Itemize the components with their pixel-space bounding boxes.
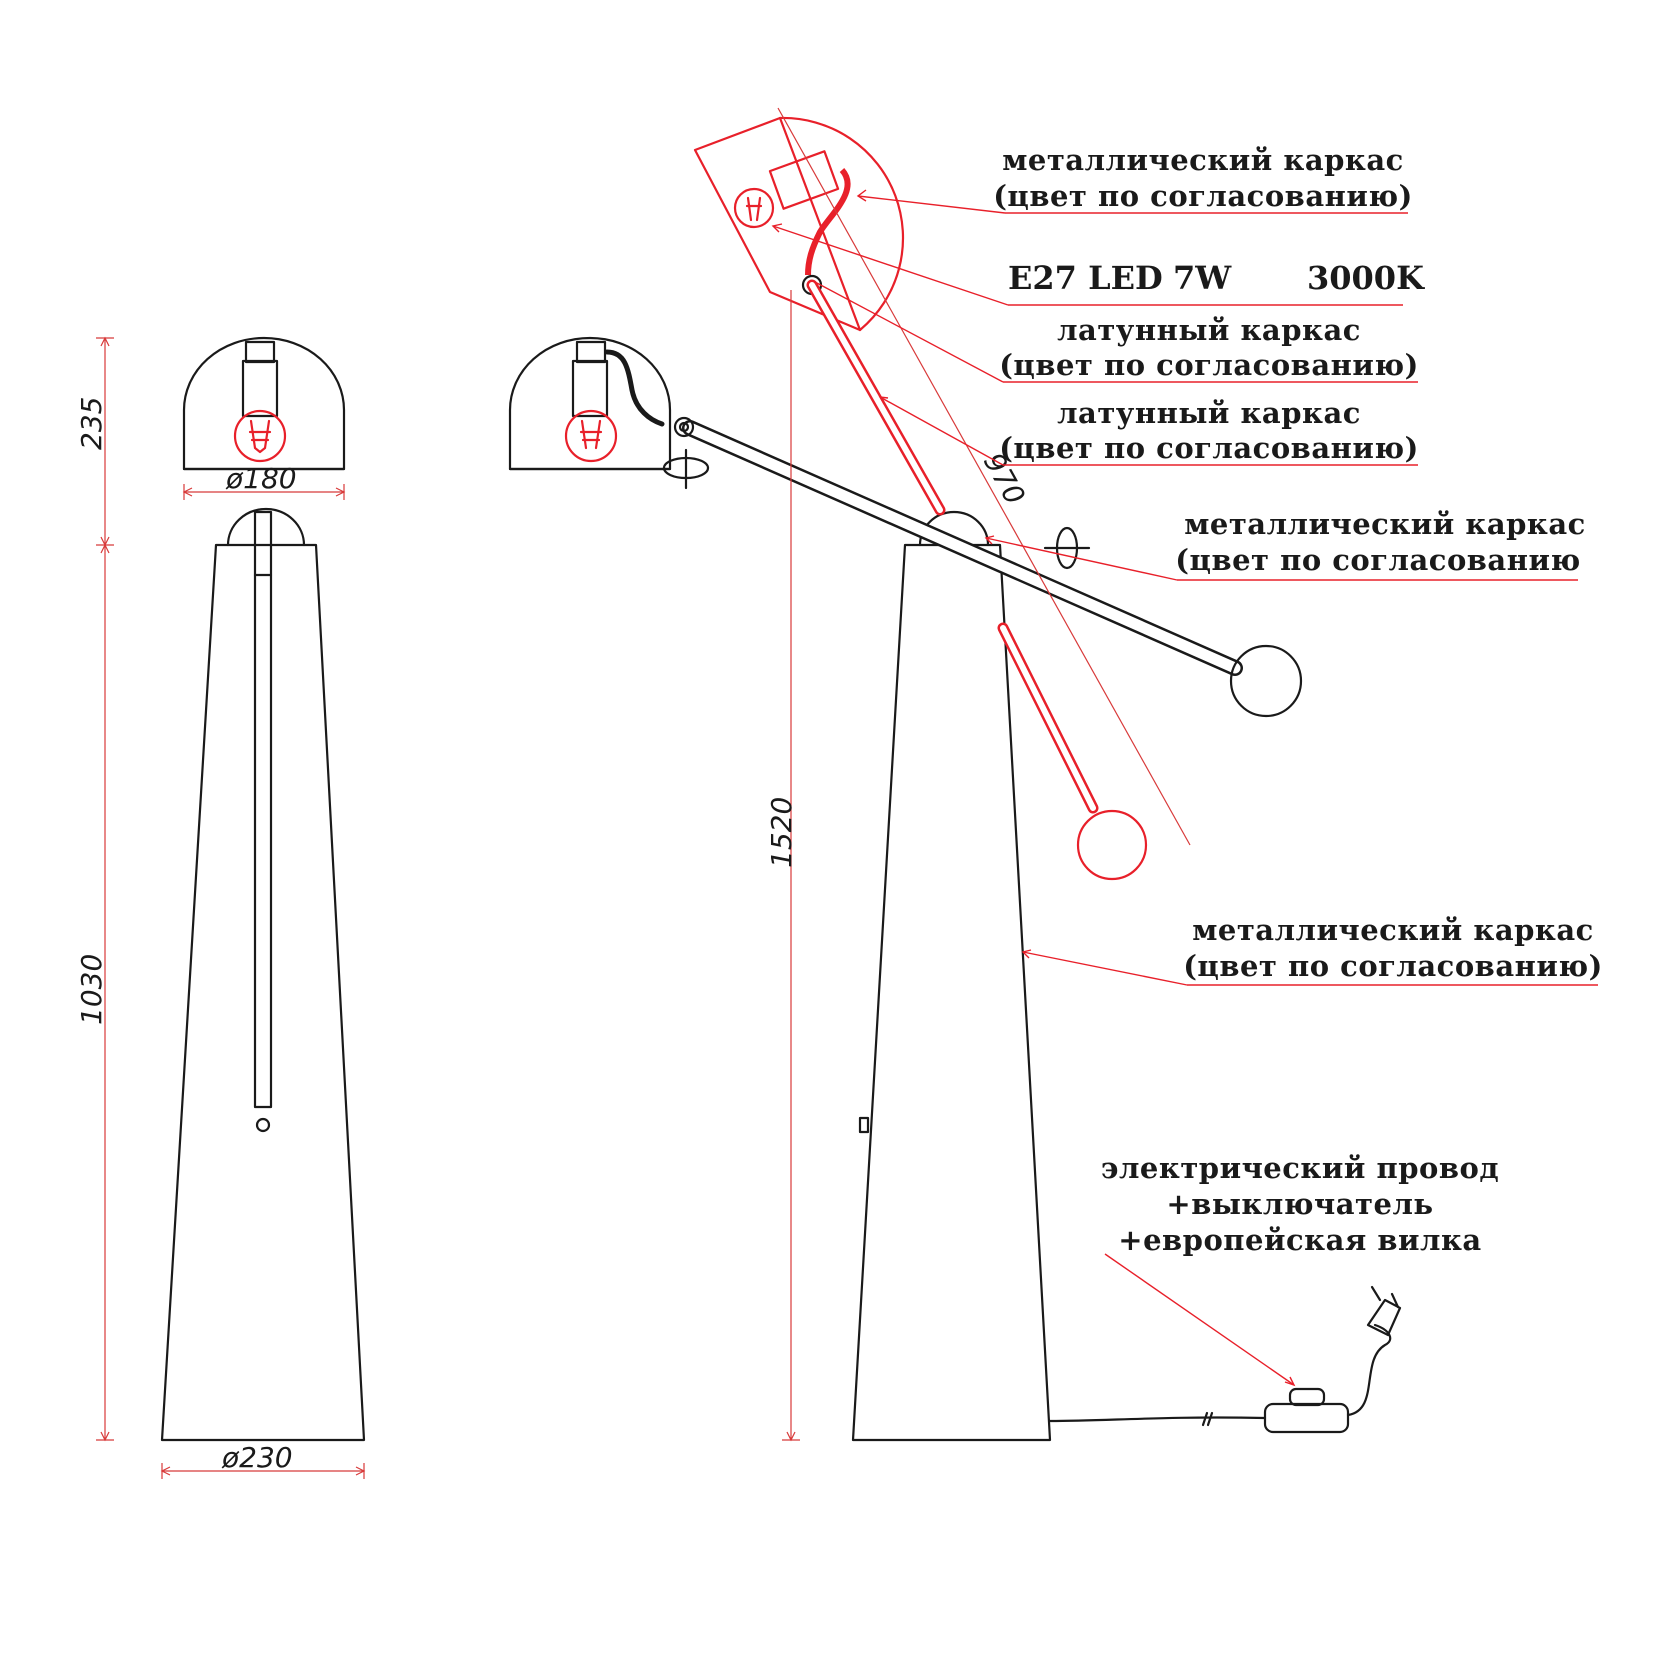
total-height-dim: 1520 [765,290,800,1442]
callout-lamp-spec: E27 LED 7W 3000K [1008,259,1425,297]
front-dome [226,507,306,547]
dim-shade-height: 235 [75,397,108,450]
front-shade [182,336,346,471]
side-alt-position [693,116,1148,881]
callout-metal-frame-2: металлический каркас (цвет по согласован… [1175,507,1586,577]
svg-text:+европейская вилка: +европейская вилка [1118,1223,1481,1257]
svg-text:металлический каркас: металлический каркас [1002,143,1404,177]
svg-text:латунный каркас: латунный каркас [1057,396,1361,430]
callout-metal-frame-1: металлический каркас (цвет по согласован… [993,143,1413,213]
svg-text:+выключатель: +выключатель [1166,1187,1433,1221]
front-view [160,336,366,1442]
base-diameter-dim: ø230 [160,1441,366,1479]
svg-text:E27 LED: E27 LED [1008,259,1163,297]
arm-length-dim: 970 [777,107,1191,846]
side-shade-black [508,336,672,471]
side-shade-red-box [693,116,862,332]
svg-text:(цвет по согласованию): (цвет по согласованию) [999,348,1419,382]
front-stem [253,510,273,1109]
svg-text:(цвет по согласованию): (цвет по согласованию) [993,179,1413,213]
side-hinge [673,416,695,438]
euro-plug-icon [1366,1285,1402,1337]
svg-text:7W: 7W [1173,259,1232,297]
svg-text:(цвет по согласованию): (цвет по согласованию) [999,431,1419,465]
dim-shade-diameter: ø180 [225,462,297,495]
callout-brass-frame-2: латунный каркас (цвет по согласованию) [999,396,1419,465]
side-base-body [851,543,1052,1442]
svg-text:латунный каркас: латунный каркас [1057,313,1361,347]
callout-brass-frame-1: латунный каркас (цвет по согласованию) [999,313,1419,382]
svg-text:3000K: 3000K [1307,259,1425,297]
dim-body-height: 1030 [75,954,108,1025]
front-socket [244,340,276,364]
dim-total-height: 1520 [765,797,798,868]
dim-base-diameter: ø230 [221,1441,293,1474]
rotate-icon [662,448,710,490]
side-counterweight [1229,644,1303,718]
side-counterweight-red [1076,809,1148,881]
front-bulb-icon [233,409,287,463]
rotate-icon-2 [1043,526,1091,570]
power-cord [1048,1285,1402,1434]
shade-diameter-dim: ø180 [182,462,346,500]
svg-text:(цвет по согласованию): (цвет по согласованию) [1183,949,1603,983]
svg-text:электрический провод: электрический провод [1101,1151,1499,1185]
callout-metal-frame-3: металлический каркас (цвет по согласован… [1183,913,1603,983]
front-base-body [160,543,366,1442]
foot-switch [1263,1402,1350,1434]
leader-lines [771,189,1598,1387]
front-switch-hole [255,1117,271,1133]
callout-wiring: электрический провод +выключатель +европ… [1101,1151,1499,1257]
svg-text:металлический каркас: металлический каркас [1192,913,1594,947]
svg-text:металлический каркас: металлический каркас [1184,507,1586,541]
svg-text:(цвет по согласованию: (цвет по согласованию [1175,543,1580,577]
side-view: 970 1520 [508,107,1402,1442]
left-dimension: 235 1030 [75,336,114,1442]
